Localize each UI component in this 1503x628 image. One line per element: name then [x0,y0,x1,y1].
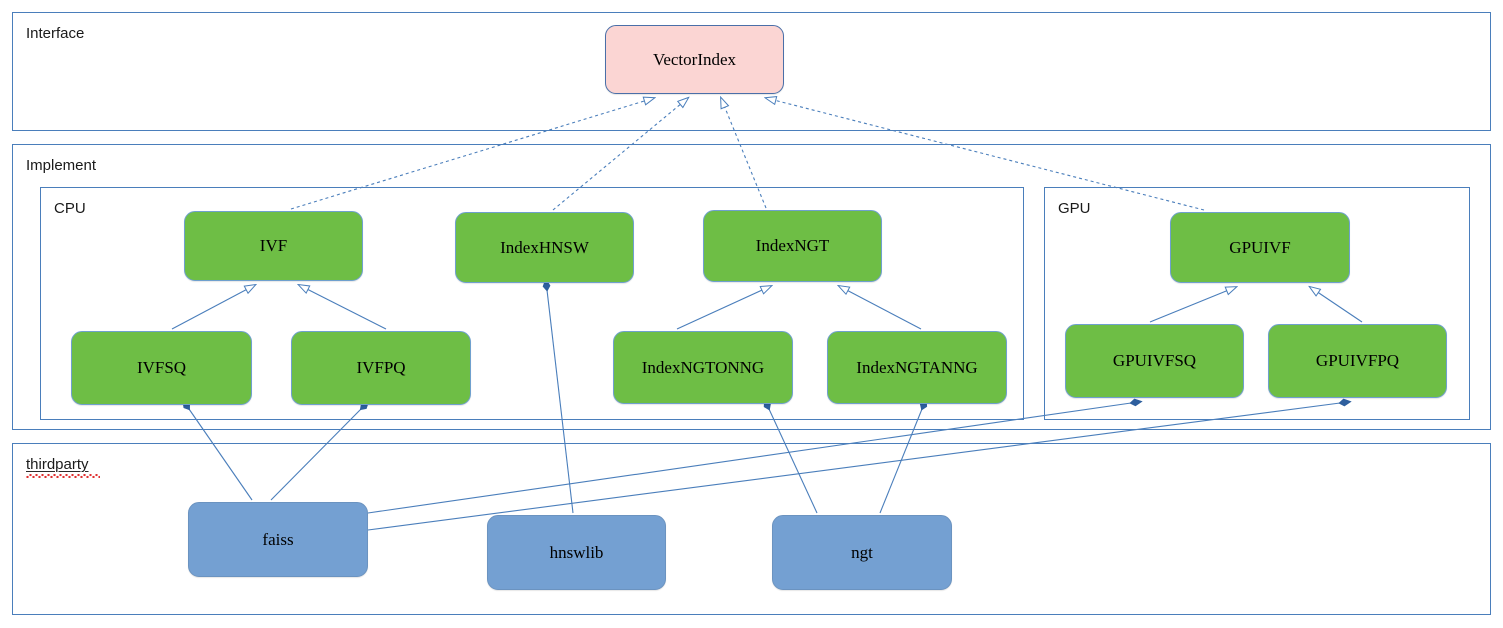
node-gpuivfsq[interactable]: GPUIVFSQ [1065,324,1244,398]
node-indexngtonng[interactable]: IndexNGTONNG [613,331,793,404]
node-gpuivfpq[interactable]: GPUIVFPQ [1268,324,1447,398]
node-gpuivf[interactable]: GPUIVF [1170,212,1350,283]
container-label-thirdparty: thirdparty [26,456,89,473]
node-ivfsq[interactable]: IVFSQ [71,331,252,405]
node-hnswlib[interactable]: hnswlib [487,515,666,590]
node-indexngtanng[interactable]: IndexNGTANNG [827,331,1007,404]
container-label-gpu: GPU [1058,200,1091,217]
node-indexhnsw[interactable]: IndexHNSW [455,212,634,283]
node-faiss[interactable]: faiss [188,502,368,577]
node-indexngt[interactable]: IndexNGT [703,210,882,282]
container-label-cpu: CPU [54,200,86,217]
container-label-interface: Interface [26,25,85,42]
node-ngt[interactable]: ngt [772,515,952,590]
node-vectorindex[interactable]: VectorIndex [605,25,784,94]
container-label-implement: Implement [26,157,97,174]
node-ivf[interactable]: IVF [184,211,363,281]
node-ivfpq[interactable]: IVFPQ [291,331,471,405]
